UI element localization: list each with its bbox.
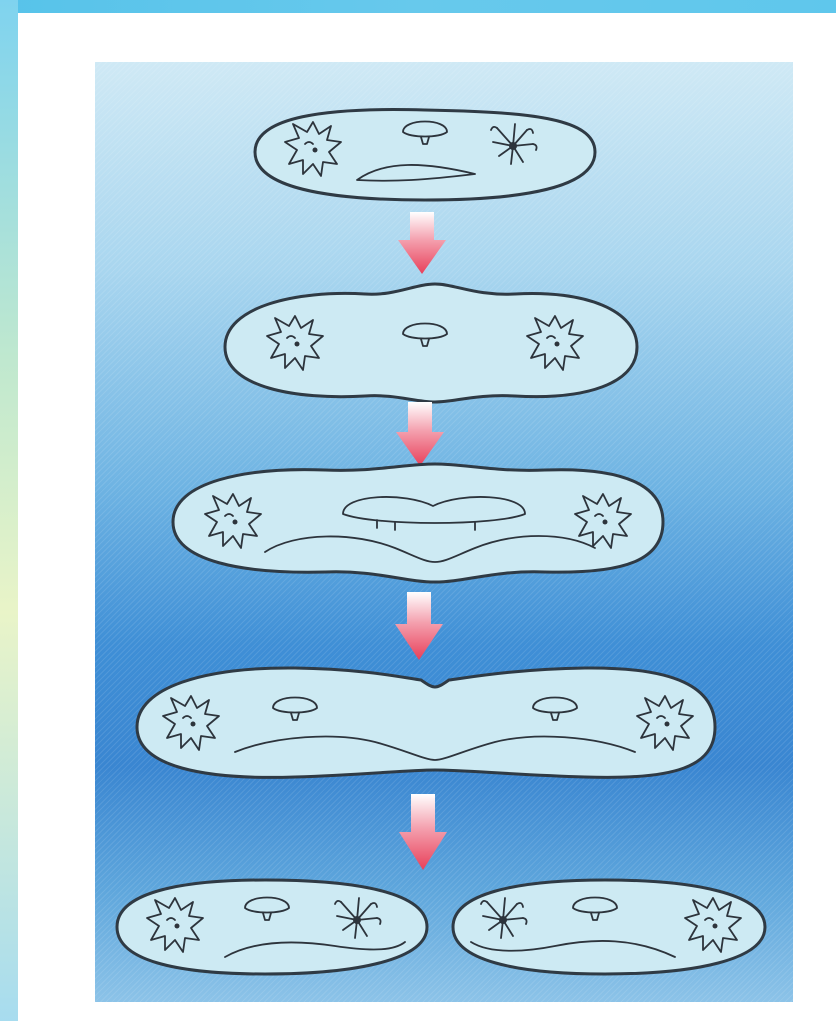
stage-5-daughter-right [453, 880, 765, 974]
stage-3-cell [173, 464, 663, 582]
left-accent-bar [0, 0, 18, 1021]
stage-4-cell [137, 668, 715, 777]
stage-1-cell [255, 109, 595, 200]
division-arrow-2 [396, 402, 444, 466]
division-arrow-4 [399, 794, 447, 870]
division-arrow-1 [398, 212, 446, 274]
cell-division-diagram [95, 62, 793, 1002]
stage-2-cell [225, 284, 637, 402]
stage-5-daughter-left [117, 880, 427, 974]
division-arrow-3 [395, 592, 443, 660]
figure-panel [95, 62, 793, 1002]
top-accent-bar [0, 0, 836, 13]
